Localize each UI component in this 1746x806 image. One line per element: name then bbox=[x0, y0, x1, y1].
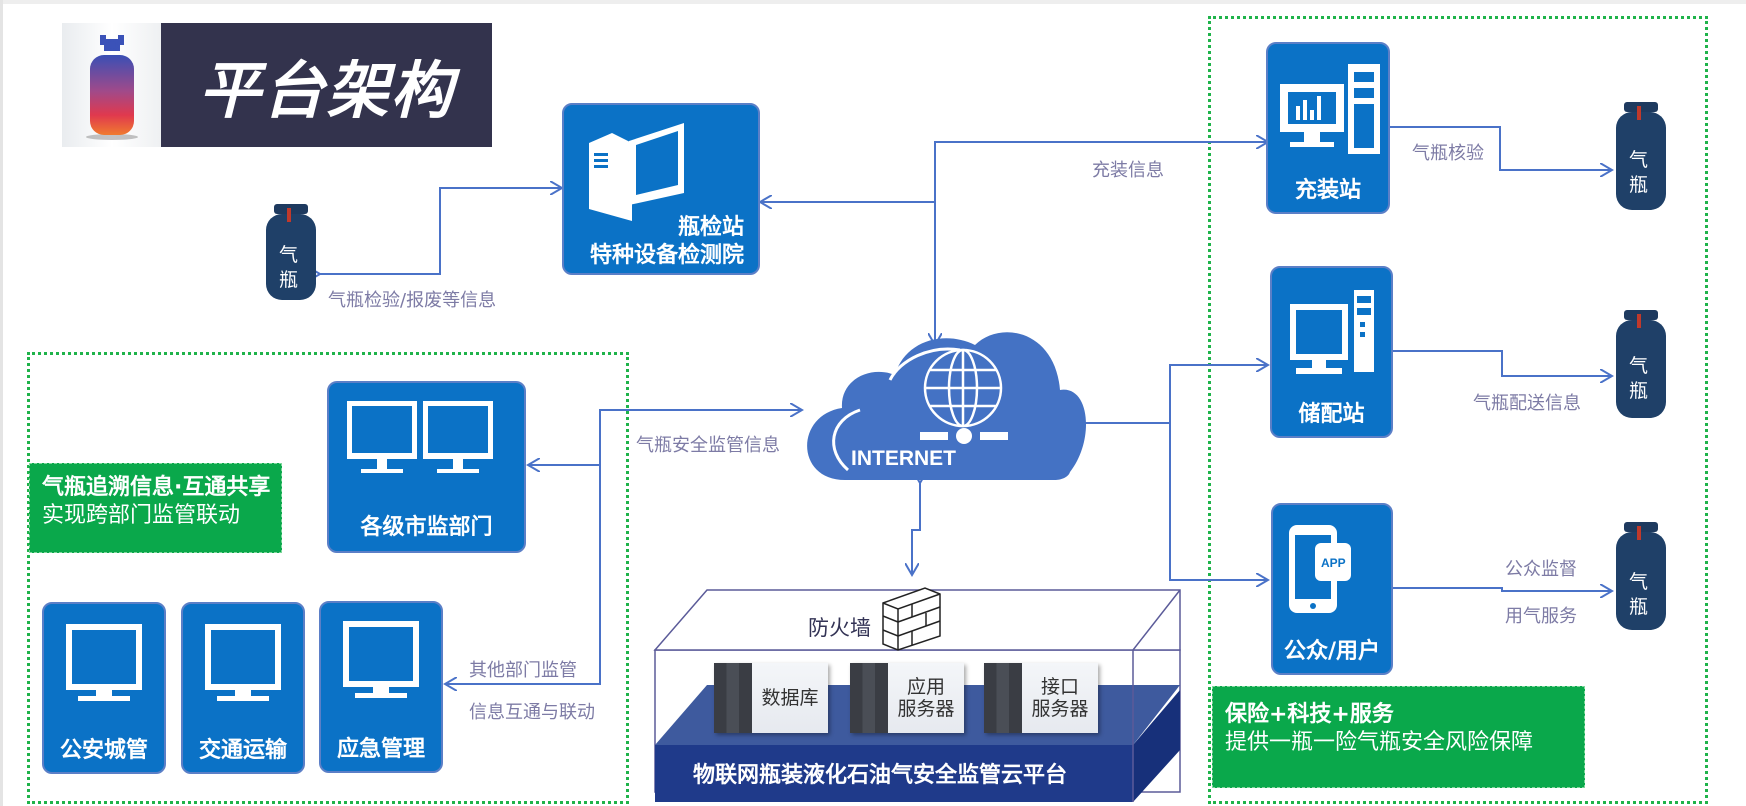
server-database[interactable]: 数据库 bbox=[714, 663, 828, 733]
node-inspection-station[interactable]: 瓶检站 特种设备检测院 bbox=[562, 103, 760, 275]
flow-label-filling: 充装信息 bbox=[1092, 160, 1164, 181]
left-department-group bbox=[27, 352, 629, 804]
server-interface[interactable]: 接口服务器 bbox=[984, 663, 1098, 733]
connector-filling-cylinder bbox=[1390, 127, 1612, 170]
svg-text:瓶: 瓶 bbox=[1629, 380, 1648, 402]
cloud-label: INTERNET bbox=[851, 447, 956, 470]
gas-cylinder-icon-storage: 气 瓶 bbox=[1616, 310, 1666, 418]
node-filling-label: 充装站 bbox=[1294, 178, 1361, 203]
server-rack-icon bbox=[850, 663, 888, 733]
server-api-line1: 接口 bbox=[1040, 676, 1079, 698]
flow-label-other-dept-2: 信息互通与联动 bbox=[469, 702, 595, 723]
connector-rtrunk-public bbox=[1169, 423, 1268, 580]
firewall-icon bbox=[882, 587, 941, 651]
gas-cylinder-icon-public: 气 瓶 bbox=[1616, 522, 1666, 630]
connector-ltrunk-emergency bbox=[445, 465, 601, 684]
title-logo bbox=[62, 23, 162, 147]
platform-title: 物联网瓶装液化石油气安全监管云平台 bbox=[692, 763, 1067, 788]
internet-cloud: INTERNET bbox=[807, 332, 1087, 480]
node-emergency[interactable]: 应急管理 bbox=[319, 601, 443, 773]
node-public-user[interactable]: APP 公众/用户 bbox=[1271, 503, 1393, 675]
flow-label-gas-service: 用气服务 bbox=[1505, 606, 1577, 627]
flow-label-public-supervision: 公众监督 bbox=[1505, 559, 1577, 580]
connector-public-cylinder bbox=[1393, 588, 1612, 591]
node-market-supervision[interactable]: 各级市监部门 bbox=[327, 381, 526, 553]
node-inspection-line2: 特种设备检测院 bbox=[589, 243, 744, 268]
monitor-icon bbox=[205, 624, 281, 701]
gas-cylinder-icon-filling: 气 瓶 bbox=[1616, 102, 1666, 210]
note-left-subtitle: 实现跨部门监管联动 bbox=[42, 503, 241, 528]
connector-trunk-filling bbox=[934, 142, 1268, 202]
node-filling-station[interactable]: 充装站 bbox=[1266, 42, 1390, 214]
monitor-icon bbox=[66, 624, 142, 701]
node-police[interactable]: 公安城管 bbox=[42, 602, 166, 774]
page-left-border bbox=[0, 0, 3, 806]
server-app-line2: 服务器 bbox=[897, 698, 955, 720]
note-right-subtitle: 提供一瓶一险气瓶安全风险保障 bbox=[1225, 730, 1534, 755]
server-rack-icon bbox=[714, 663, 752, 733]
gas-cylinder-gradient-icon bbox=[86, 35, 138, 140]
server-app-line1: 应用 bbox=[906, 676, 945, 698]
note-right: 保险+科技+服务 提供一瓶一险气瓶安全风险保障 bbox=[1212, 686, 1585, 788]
svg-text:气: 气 bbox=[1629, 149, 1648, 171]
phone-app-icon: APP bbox=[1289, 525, 1351, 613]
node-police-label: 公安城管 bbox=[59, 738, 148, 763]
svg-text:气: 气 bbox=[1629, 355, 1648, 377]
server-application[interactable]: 应用服务器 bbox=[850, 663, 964, 733]
node-market-label: 各级市监部门 bbox=[360, 515, 493, 540]
node-transport-label: 交通运输 bbox=[198, 738, 287, 763]
right-station-group bbox=[1208, 16, 1708, 804]
server-api-line2: 服务器 bbox=[1031, 698, 1089, 720]
node-inspection-line1: 瓶检站 bbox=[677, 215, 744, 240]
svg-text:瓶: 瓶 bbox=[1629, 174, 1648, 196]
flow-label-inspection: 气瓶检验/报废等信息 bbox=[328, 290, 497, 311]
node-emergency-label: 应急管理 bbox=[336, 737, 425, 762]
connector-storage-cylinder bbox=[1392, 351, 1612, 376]
connector-cloud-platform bbox=[912, 483, 920, 575]
node-storage-label: 储配站 bbox=[1298, 402, 1365, 427]
node-public-label: 公众/用户 bbox=[1283, 639, 1381, 664]
page-top-border bbox=[0, 0, 1746, 4]
note-left-title: 气瓶追溯信息·互通共享 bbox=[42, 475, 271, 500]
node-transport[interactable]: 交通运输 bbox=[181, 602, 305, 774]
gas-cylinder-icon-left: 气 瓶 bbox=[266, 204, 316, 300]
app-badge: APP bbox=[1321, 556, 1346, 570]
svg-text:瓶: 瓶 bbox=[279, 269, 298, 291]
monitor-icon bbox=[343, 621, 419, 698]
note-left: 气瓶追溯信息·互通共享 实现跨部门监管联动 bbox=[29, 463, 282, 553]
flow-label-other-dept-1: 其他部门监管 bbox=[469, 660, 577, 681]
connector-ltrunk-cloud bbox=[599, 410, 802, 465]
connector-rtrunk-storage bbox=[1169, 365, 1268, 423]
computer-icon bbox=[1290, 290, 1374, 374]
node-storage-station[interactable]: 储配站 bbox=[1270, 266, 1393, 438]
flow-label-safety: 气瓶安全监管信息 bbox=[636, 435, 780, 456]
globe-icon bbox=[923, 348, 1003, 428]
svg-text:气: 气 bbox=[1629, 571, 1648, 593]
flow-label-verify: 气瓶核验 bbox=[1412, 143, 1484, 164]
svg-text:瓶: 瓶 bbox=[1629, 596, 1648, 618]
server-rack-icon bbox=[984, 663, 1022, 733]
flow-label-delivery: 气瓶配送信息 bbox=[1473, 393, 1581, 414]
svg-text:气: 气 bbox=[279, 244, 298, 266]
dual-monitor-icon bbox=[347, 401, 493, 473]
connector-cylinder-inspection bbox=[320, 188, 562, 274]
server-database-label: 数据库 bbox=[761, 687, 819, 709]
note-right-title: 保险+科技+服务 bbox=[1225, 702, 1394, 727]
firewall-label: 防火墙 bbox=[808, 616, 871, 640]
computer-chart-icon bbox=[1280, 64, 1380, 154]
desktop-tower-icon bbox=[589, 123, 684, 221]
page-title: 平台架构 bbox=[161, 23, 492, 147]
